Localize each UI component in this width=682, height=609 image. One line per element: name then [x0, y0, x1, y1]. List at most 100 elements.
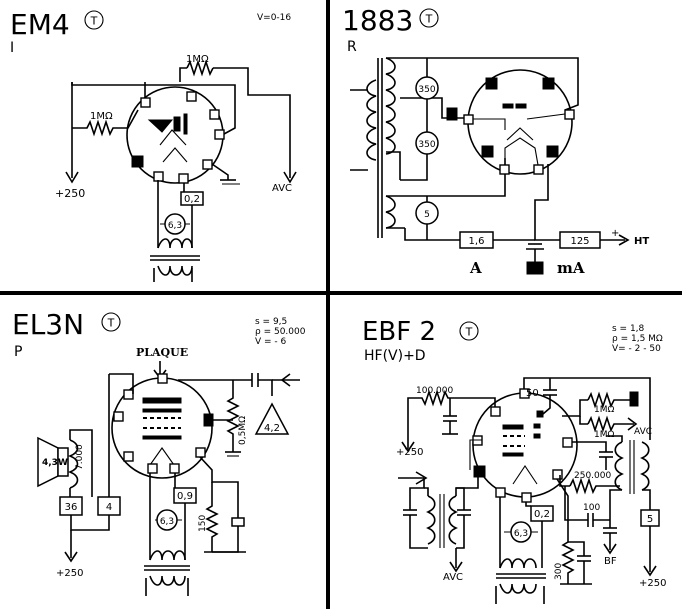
ebf2-avc-right: AVC	[634, 427, 652, 437]
ebf2-resistor-300	[556, 478, 575, 584]
t1883-pin	[499, 164, 510, 175]
ebf2-wire	[455, 477, 479, 496]
el3n-v63: 6,3	[160, 517, 174, 527]
el3n-spec-3: V = - 6	[255, 337, 287, 347]
ebf2-plus250-right: +250	[639, 578, 666, 589]
el3n-r05: 0,5MΩ	[238, 416, 248, 445]
t1883-meter-ma	[559, 231, 601, 249]
ebf2-wire	[542, 395, 551, 415]
ebf2-r300: 300	[554, 563, 564, 580]
ebf2-r1a: 1MΩ	[594, 405, 614, 415]
t1883-gnd	[446, 107, 458, 121]
ebf2-input-coil-b	[448, 495, 458, 545]
t1883-m125: 125	[570, 236, 589, 247]
ebf2-pin-key	[473, 465, 486, 478]
el3n-triangle	[254, 402, 290, 435]
t1883-pin-key	[546, 145, 559, 158]
ebf2-v02: 0,2	[534, 509, 550, 520]
t1883-filament	[504, 137, 539, 166]
el3n-plus250: +250	[56, 568, 83, 579]
el3n-b36: 36	[65, 502, 78, 513]
el3n-v09: 0,9	[177, 491, 193, 502]
em4-pin	[140, 97, 151, 108]
el3n-filament	[149, 447, 175, 466]
em4-wire	[153, 268, 193, 282]
em4-arrow	[283, 171, 297, 184]
t1883-ground	[526, 261, 544, 275]
ebf2-arrow	[449, 561, 463, 573]
el3n-coil	[149, 575, 186, 586]
em4-pin	[178, 173, 189, 184]
em4-plus250: +250	[55, 187, 85, 200]
el3n-spk: 4,3W	[42, 458, 68, 468]
ebf2-wire	[495, 586, 545, 604]
el3n-coil	[149, 550, 186, 561]
el3n-wire	[69, 429, 93, 497]
em4-v63: 6,3	[168, 221, 182, 231]
em4-wire	[179, 67, 187, 82]
ebf2-r100k: 100.000	[416, 386, 453, 396]
ebf2-wire	[409, 515, 428, 549]
ebf2-spec-2: ρ = 1,5 MΩ	[612, 334, 663, 344]
ebf2-anode	[502, 424, 524, 430]
t1883-c350a: 350	[418, 85, 435, 95]
ebf2-pin	[490, 406, 501, 417]
ebf2-diode	[533, 423, 541, 429]
ebf2-resistor-1m-a	[587, 391, 632, 409]
el3n-wire	[109, 373, 134, 394]
t1883-pin	[533, 164, 544, 175]
ebf2-class: HF(V)+D	[364, 348, 426, 364]
panel-1883: 1883 R T 350 350 5	[342, 4, 649, 277]
ebf2-resistor-250k	[569, 477, 620, 495]
em4-r2-label: 1MΩ	[90, 111, 113, 122]
ebf2-wire	[606, 435, 623, 442]
el3n-spec-1: s = 9,5	[255, 317, 287, 327]
el3n-cathode	[142, 435, 182, 440]
ebf2-pin	[562, 437, 573, 448]
el3n-pin	[147, 463, 158, 474]
ebf2-pin	[521, 492, 532, 503]
el3n-cap	[231, 517, 245, 527]
ebf2-plus250-left: +250	[396, 447, 423, 458]
ebf2-wire	[523, 377, 651, 440]
t1883-title: 1883	[342, 4, 413, 37]
ebf2-arrow	[627, 417, 638, 431]
t1883-badge: T	[425, 13, 433, 26]
em4-avc: AVC	[272, 183, 292, 194]
em4-r1-label: 1MΩ	[186, 54, 209, 65]
t1883-pin	[564, 109, 575, 120]
ebf2-diode	[536, 410, 544, 418]
el3n-wire	[199, 456, 239, 498]
panel-el3n: EL3N P T s = 9,5 ρ = 50.000 V = - 6 PLAQ…	[12, 308, 306, 596]
el3n-spec-2: ρ = 50.000	[255, 327, 306, 337]
em4-badge-circle	[84, 10, 104, 30]
ebf2-r250k: 250.000	[574, 471, 611, 481]
ebf2-c50: 50	[526, 388, 539, 399]
ebf2-wire	[559, 475, 570, 487]
el3n-pin	[123, 389, 134, 400]
ebf2-input-coil-a	[426, 495, 436, 545]
em4-wire	[211, 163, 229, 180]
t1883-fil-coil	[385, 195, 396, 229]
ebf2-filament	[512, 465, 538, 485]
ebf2-badge-circle	[459, 321, 479, 341]
ebf2-pin	[495, 487, 506, 498]
ebf2-resistor-1m-b	[587, 415, 634, 433]
em4-badge: T	[90, 15, 98, 28]
ebf2-wire	[609, 489, 622, 500]
t1883-a: A	[469, 259, 482, 277]
panel-em4: EM4 I T V=0-16 1MΩ 1MΩ +250 AVC	[10, 8, 297, 282]
t1883-pin-key	[542, 77, 555, 90]
em4-pin	[214, 129, 225, 140]
t1883-wire	[404, 228, 460, 241]
em4-pin	[186, 91, 197, 102]
ebf2-coil	[499, 583, 537, 594]
t1883-wire	[534, 164, 560, 241]
el3n-plaque: PLAQUE	[136, 346, 188, 359]
el3n-badge: T	[107, 317, 115, 330]
ebf2-v63: 6,3	[514, 529, 528, 539]
el3n-r150: 150	[198, 515, 208, 532]
ebf2-arrow	[643, 565, 657, 577]
em4-title: EM4	[10, 8, 70, 41]
